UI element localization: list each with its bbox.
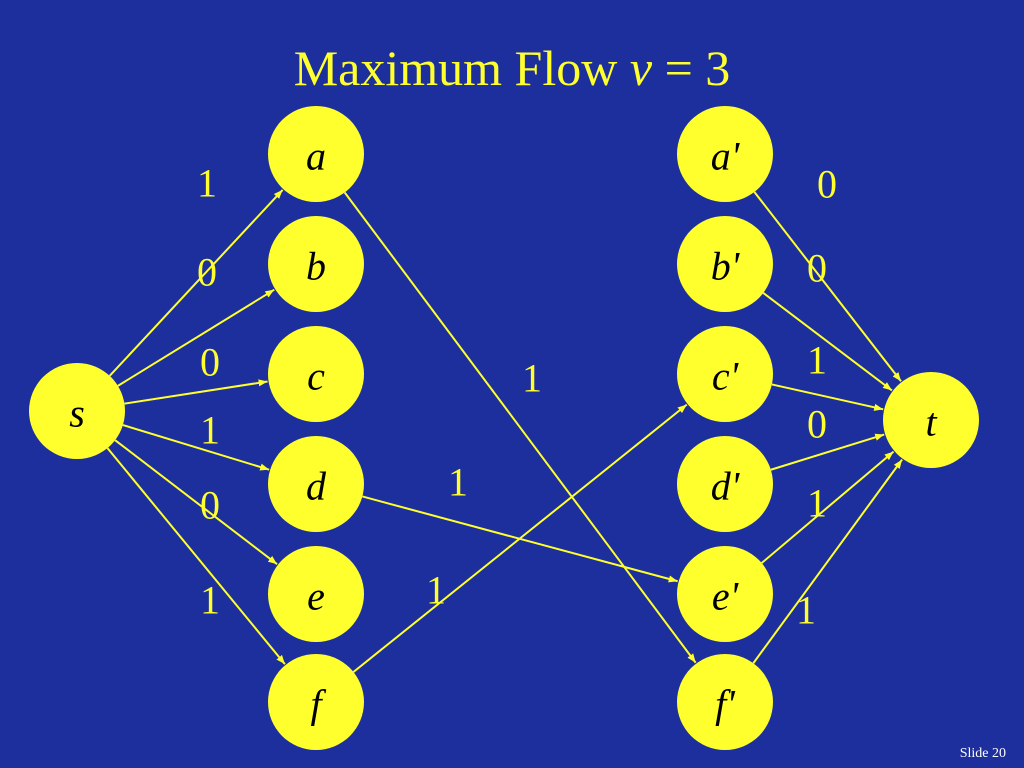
node-f2: f' [677, 654, 773, 750]
node-circle-c [268, 326, 364, 422]
edge-a2-t [753, 191, 902, 382]
nodes-layer: s a b c d ef a' b' c' d' e' f' t [29, 106, 979, 750]
node-label-t: t [925, 400, 937, 445]
node-a: a [268, 106, 364, 202]
edge-s-e [114, 439, 278, 566]
title-value: = 3 [652, 40, 731, 96]
edge-s-f [106, 447, 286, 665]
node-label-c: c [307, 354, 325, 399]
node-a2: a' [677, 106, 773, 202]
node-label-d: d [306, 464, 327, 509]
flow-label-s-f: 1 [200, 578, 220, 623]
flow-label-b2-t: 0 [807, 246, 827, 291]
node-label-b2: b' [711, 244, 741, 289]
node-d: d [268, 436, 364, 532]
node-circle-b2 [677, 216, 773, 312]
edge-s-d [122, 424, 270, 471]
node-circle-a2 [677, 106, 773, 202]
node-c: c [268, 326, 364, 422]
title-variable: v [629, 40, 653, 96]
node-label-b: b [306, 244, 326, 289]
edge-s-c [124, 379, 268, 405]
flow-label-e2-t: 1 [807, 481, 827, 526]
node-b: b [268, 216, 364, 312]
node-label-a: a [306, 134, 326, 179]
flow-label-c2-t: 1 [807, 338, 827, 383]
node-e: e [268, 546, 364, 642]
node-circle-b [268, 216, 364, 312]
edge-s-b [117, 288, 275, 387]
node-circle-t [883, 372, 979, 468]
node-label-f2: f' [715, 682, 736, 727]
node-circle-c2 [677, 326, 773, 422]
flow-label-a2-t: 0 [817, 162, 837, 207]
node-circle-d2 [677, 436, 773, 532]
edge-d2-t [770, 433, 885, 471]
edges-layer [106, 189, 903, 673]
node-circle-d [268, 436, 364, 532]
flow-label-s-e: 0 [200, 483, 220, 528]
edge-a-f2 [343, 191, 697, 664]
node-t: t [883, 372, 979, 468]
node-c2: c' [677, 326, 773, 422]
flow-label-a-f2: 1 [522, 356, 542, 401]
node-label-d2: d' [711, 464, 741, 509]
node-label-s: s [69, 391, 85, 436]
flow-label-d-e2: 1 [448, 460, 468, 505]
node-circle-f2 [677, 654, 773, 750]
flow-label-d2-t: 0 [807, 402, 827, 447]
node-circle-e2 [677, 546, 773, 642]
node-s: s [29, 363, 125, 459]
flow-label-f2-t: 1 [796, 588, 816, 633]
flow-label-s-c: 0 [200, 340, 220, 385]
flow-labels-layer: 1 0 0 1 0 1 1 1 1 0 0 1 0 1 1 [197, 161, 837, 633]
node-f: f [268, 654, 364, 750]
node-circle-s [29, 363, 125, 459]
node-label-c2: c' [712, 354, 740, 399]
node-label-a2: a' [711, 134, 741, 179]
node-circle-e [268, 546, 364, 642]
edge-f2-t [752, 458, 903, 664]
node-label-e: e [307, 574, 325, 619]
flow-label-f-c2: 1 [426, 568, 446, 613]
edge-s-a [108, 189, 284, 377]
slide-title: Maximum Flow v = 3 [0, 38, 1024, 98]
edge-e2-t [761, 450, 895, 564]
node-e2: e' [677, 546, 773, 642]
flow-label-s-b: 0 [197, 250, 217, 295]
edge-b2-t [762, 292, 893, 392]
flow-label-s-d: 1 [200, 408, 220, 453]
node-label-e2: e' [712, 574, 740, 619]
slide-number: Slide 20 [959, 746, 1006, 761]
node-circle-f [268, 654, 364, 750]
edge-c2-t [771, 383, 884, 411]
flow-label-s-a: 1 [197, 161, 217, 206]
title-text: Maximum Flow [293, 40, 630, 96]
node-circle-a [268, 106, 364, 202]
edge-f-c2 [352, 403, 688, 673]
node-b2: b' [677, 216, 773, 312]
node-d2: d' [677, 436, 773, 532]
